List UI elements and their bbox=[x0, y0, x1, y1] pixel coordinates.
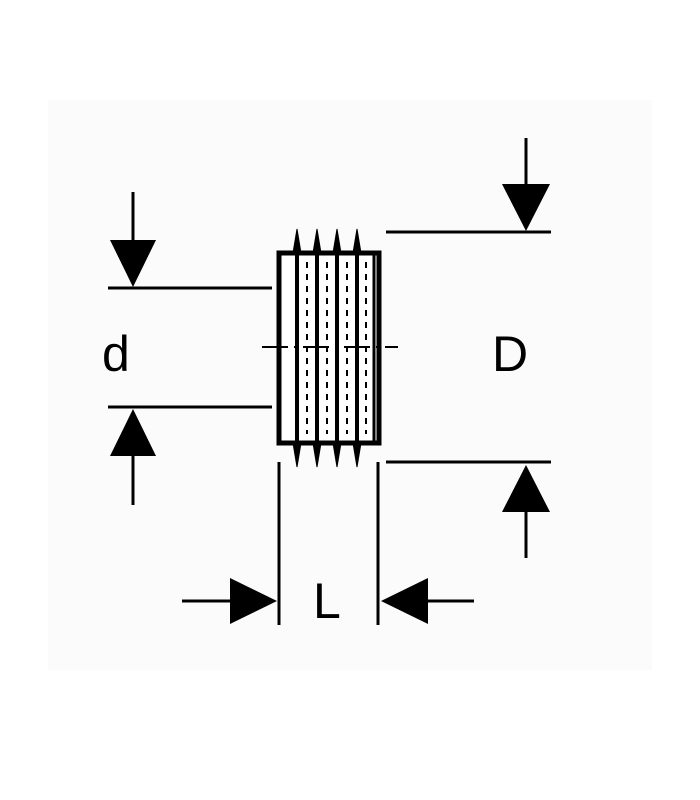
arrow-right-icon bbox=[230, 578, 277, 624]
arrow-up-icon bbox=[502, 465, 550, 512]
outer-diameter-dimension bbox=[386, 138, 551, 558]
thread-tip-top bbox=[292, 228, 302, 254]
label-outer-diameter: D bbox=[492, 326, 528, 382]
thread-tip-top bbox=[312, 228, 322, 254]
threaded-fitting bbox=[262, 228, 398, 468]
thread-tip-bottom bbox=[292, 442, 302, 468]
label-length: L bbox=[313, 573, 341, 629]
inner-diameter-dimension bbox=[108, 192, 272, 505]
thread-tip-bottom bbox=[312, 442, 322, 468]
label-inner-diameter: d bbox=[102, 326, 130, 382]
arrow-up-icon bbox=[110, 409, 156, 456]
length-dimension bbox=[182, 462, 474, 625]
thread-tip-bottom bbox=[332, 442, 342, 468]
arrow-left-icon bbox=[381, 578, 428, 624]
thread-tip-top bbox=[332, 228, 342, 254]
thread-tip-top bbox=[352, 228, 362, 254]
arrow-down-icon bbox=[502, 184, 550, 231]
thread-tip-bottom bbox=[352, 442, 362, 468]
arrow-down-icon bbox=[110, 240, 156, 287]
